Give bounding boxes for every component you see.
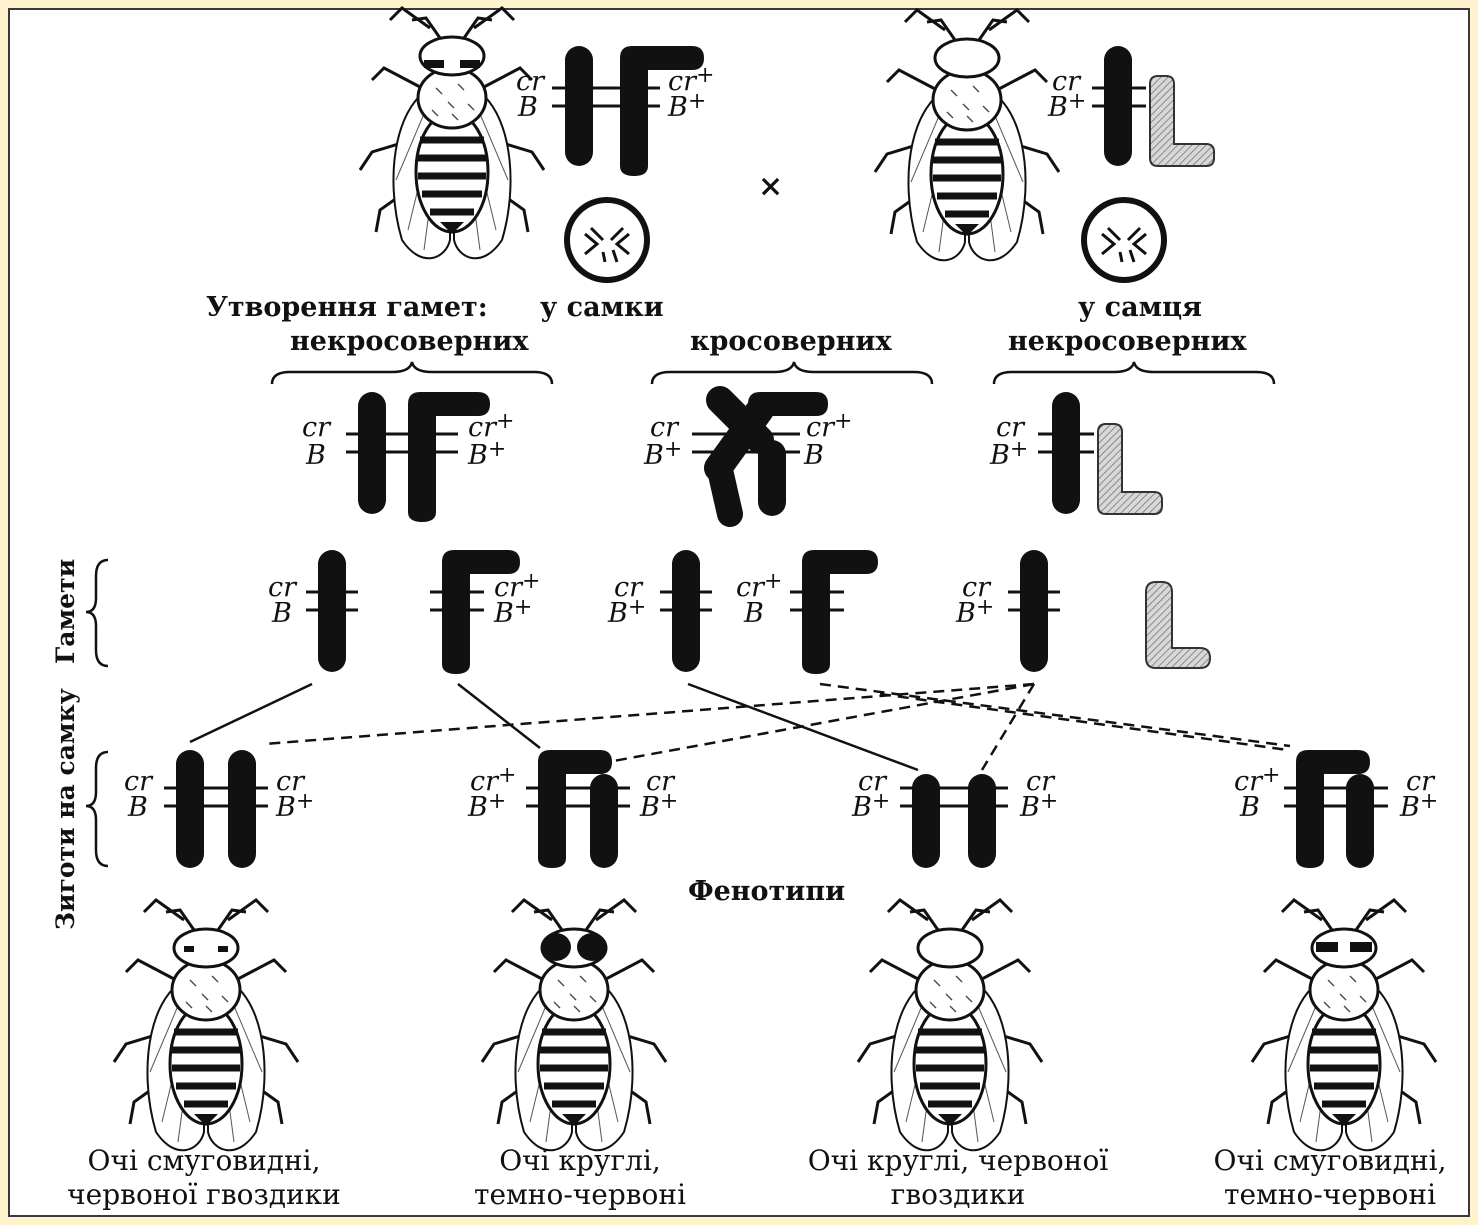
gene-B-plus: B+ bbox=[607, 595, 646, 629]
gene-B-plus: B+ bbox=[989, 437, 1028, 471]
gene-cr: cr bbox=[276, 766, 306, 797]
gene-cr-plus: cr+ bbox=[806, 409, 852, 443]
gamete-1: cr B bbox=[268, 550, 358, 672]
female-noncrossover-pair: cr B cr+ B+ bbox=[302, 392, 514, 522]
female-parent-fly-icon bbox=[360, 8, 544, 258]
svg-text:темно-червоні: темно-червоні bbox=[1224, 1178, 1436, 1211]
zygote-3: cr B+ cr B+ bbox=[851, 766, 1058, 868]
gamete-5: cr B+ bbox=[955, 550, 1060, 672]
gene-cr: cr bbox=[268, 572, 298, 603]
male-parent-chromosomes: cr B+ bbox=[1047, 46, 1215, 167]
offspring-fly-icon bbox=[858, 900, 1042, 1150]
group-braces bbox=[270, 361, 1276, 385]
gene-B: B bbox=[803, 440, 824, 471]
male-parent-fly-icon bbox=[875, 10, 1059, 260]
gene-B-plus: B+ bbox=[1047, 89, 1086, 123]
gamete-3: cr B+ bbox=[607, 550, 712, 672]
gene-B-plus: B+ bbox=[275, 789, 314, 823]
dashed-fertilization-lines bbox=[263, 682, 1291, 771]
gene-cr: cr bbox=[302, 412, 332, 443]
gene-B: B bbox=[1239, 792, 1260, 823]
gametes-label: Гамети bbox=[51, 559, 80, 664]
gametes-brace bbox=[85, 558, 109, 668]
gene-B-plus: B+ bbox=[955, 595, 994, 629]
gene-cr: cr bbox=[1052, 66, 1082, 97]
dark-round-eye-icon bbox=[541, 933, 607, 961]
svg-text:Очі смуговидні,: Очі смуговидні, bbox=[1214, 1144, 1447, 1177]
female-parent-chromosomes: cr B cr+ B+ bbox=[516, 46, 714, 176]
gene-B-plus: B+ bbox=[851, 789, 890, 823]
svg-text:Очі смуговидні,: Очі смуговидні, bbox=[88, 1144, 321, 1177]
phenotype-caption-1: Очі смуговидні, червоної гвоздики bbox=[67, 1144, 341, 1211]
gene-B: B bbox=[743, 598, 764, 629]
gamete-2: cr+ B+ bbox=[430, 550, 540, 674]
gene-B-plus: B+ bbox=[643, 437, 682, 471]
gene-cr: cr bbox=[646, 766, 676, 797]
svg-text:червоної гвоздики: червоної гвоздики bbox=[67, 1178, 341, 1211]
gene-cr: cr bbox=[614, 572, 644, 603]
phenotype-caption-4: Очі смуговидні, темно-червоні bbox=[1214, 1144, 1447, 1211]
offspring-fly-icon bbox=[482, 900, 666, 1150]
cross-symbol: × bbox=[758, 169, 783, 204]
gene-B: B bbox=[271, 598, 292, 629]
gene-B-plus: B+ bbox=[467, 789, 506, 823]
in-female-label: у самки bbox=[540, 292, 664, 323]
gene-B: B bbox=[305, 440, 326, 471]
zygotes-label: Зиготи на самку bbox=[51, 688, 80, 930]
zygote-1: cr B cr B+ bbox=[124, 750, 314, 868]
gamete-y-chromosome bbox=[1145, 581, 1212, 669]
offspring-fly-icon bbox=[114, 900, 298, 1150]
gene-B: B bbox=[517, 92, 538, 123]
noncrossover-male-label: некросоверних bbox=[1008, 326, 1247, 357]
male-noncrossover-pair: cr B+ bbox=[989, 392, 1163, 515]
gene-B: B bbox=[127, 792, 148, 823]
gene-cr: cr bbox=[516, 66, 546, 97]
gene-cr: cr bbox=[996, 412, 1026, 443]
crossover-label: кросоверних bbox=[690, 326, 892, 357]
female-cell-nucleus-icon bbox=[567, 200, 647, 280]
gene-B-plus: B+ bbox=[493, 595, 532, 629]
svg-text:Очі круглі, червоної: Очі круглі, червоної bbox=[808, 1144, 1109, 1177]
noncrossover-female-label: некросоверних bbox=[290, 326, 529, 357]
gene-B-plus: B+ bbox=[1019, 789, 1058, 823]
zygotes-brace bbox=[85, 750, 109, 868]
gene-cr: cr bbox=[962, 572, 992, 603]
crossover-pair: cr B+ cr+ B bbox=[643, 386, 852, 527]
gene-cr: cr bbox=[1406, 766, 1436, 797]
svg-text:гвоздики: гвоздики bbox=[891, 1178, 1026, 1211]
male-cell-nucleus-icon bbox=[1084, 200, 1164, 280]
gene-cr: cr bbox=[124, 766, 154, 797]
gene-cr: cr bbox=[1026, 766, 1056, 797]
zygote-2: cr+ B+ cr B+ bbox=[467, 750, 678, 868]
gamete-formation-label: Утворення гамет: bbox=[206, 292, 488, 323]
gene-B-plus: B+ bbox=[667, 89, 706, 123]
zygote-4: cr+ B cr B+ bbox=[1234, 750, 1438, 868]
offspring-fly-icon bbox=[1252, 900, 1436, 1150]
svg-text:Очі круглі,: Очі круглі, bbox=[499, 1144, 661, 1177]
gene-cr: cr bbox=[858, 766, 888, 797]
gene-B-plus: B+ bbox=[1399, 789, 1438, 823]
phenotype-caption-3: Очі круглі, червоної гвоздики bbox=[808, 1144, 1109, 1211]
bar-dark-eye-icon bbox=[1316, 942, 1372, 952]
gamete-4: cr+ B bbox=[736, 550, 878, 674]
female-parent-bar-eye-icon bbox=[424, 60, 480, 68]
gene-B-plus: B+ bbox=[639, 789, 678, 823]
gene-B-plus: B+ bbox=[467, 437, 506, 471]
phenotypes-label: Фенотипи bbox=[688, 876, 845, 907]
bar-eye-icon bbox=[184, 946, 228, 952]
in-male-label: у самця bbox=[1078, 292, 1202, 323]
svg-text:темно-червоні: темно-червоні bbox=[474, 1178, 686, 1211]
phenotype-caption-2: Очі круглі, темно-червоні bbox=[474, 1144, 686, 1211]
gene-cr: cr bbox=[650, 412, 680, 443]
